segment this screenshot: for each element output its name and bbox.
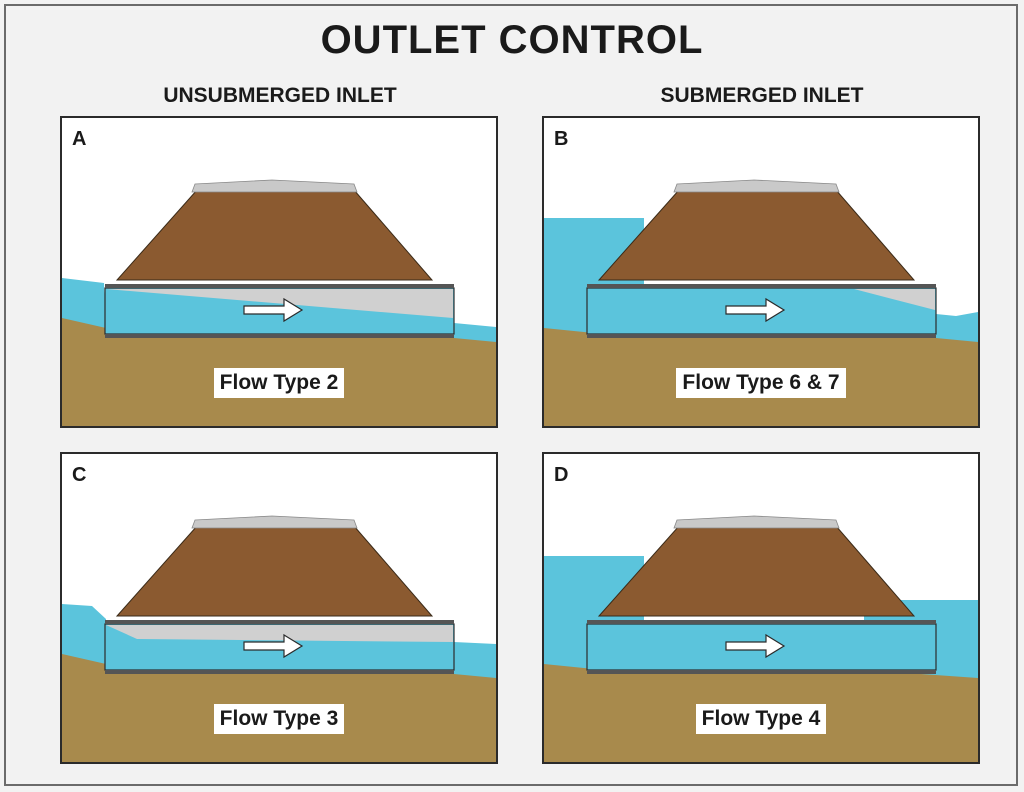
flow-type-label-box: Flow Type 6 & 7 (544, 368, 978, 398)
flow-type-label-box: Flow Type 3 (62, 704, 496, 734)
headwater (62, 278, 106, 328)
road-surface (673, 179, 840, 193)
figure-title: OUTLET CONTROL (320, 18, 704, 62)
flow-type-label-box: Flow Type 4 (544, 704, 978, 734)
tailwater (454, 642, 496, 678)
embankment (597, 525, 916, 617)
culvert-top-wall (587, 284, 936, 288)
culvert-bottom-wall (587, 334, 936, 338)
headwater (62, 604, 106, 664)
culvert-bottom-wall (105, 334, 454, 338)
culvert-bottom-wall (587, 670, 936, 674)
panel-d: D Flow Type 4 (542, 452, 980, 764)
road-surface (191, 515, 358, 529)
panel-letter: B (554, 128, 569, 150)
flow-arrow (725, 297, 786, 323)
flow-type-label: Flow Type 6 & 7 (676, 368, 846, 398)
flow-type-label: Flow Type 4 (695, 704, 827, 734)
air-in-barrel (106, 625, 453, 642)
panel-a: A Flow Type 2 (60, 116, 498, 428)
culvert-bottom-wall (105, 670, 454, 674)
culvert-top-wall (105, 620, 454, 624)
column-heading-submerged: SUBMERGED INLET (660, 84, 864, 107)
tailwater (454, 323, 496, 342)
flow-type-label: Flow Type 3 (213, 704, 345, 734)
embankment (115, 189, 434, 281)
column-heading-unsubmerged: UNSUBMERGED INLET (163, 84, 397, 107)
flow-type-label: Flow Type 2 (213, 368, 345, 398)
panel-letter: D (554, 464, 569, 486)
panel-c-diagram (62, 515, 496, 762)
embankment (115, 525, 434, 617)
culvert-top-wall (105, 284, 454, 288)
panel-letter: A (72, 128, 87, 150)
panel-b: B Flow Type 6 & 7 (542, 116, 980, 428)
flow-arrow (243, 633, 304, 659)
panel-letter: C (72, 464, 87, 486)
air-in-barrel (106, 289, 453, 318)
panel-c: C Flow Type 3 (60, 452, 498, 764)
embankment (597, 189, 916, 281)
air-in-barrel (854, 289, 935, 310)
tailwater (936, 312, 978, 342)
road-surface (673, 515, 840, 529)
flow-arrow (725, 633, 786, 659)
road-surface (191, 179, 358, 193)
flow-arrow (243, 297, 304, 323)
culvert-top-wall (587, 620, 936, 624)
flow-type-label-box: Flow Type 2 (62, 368, 496, 398)
